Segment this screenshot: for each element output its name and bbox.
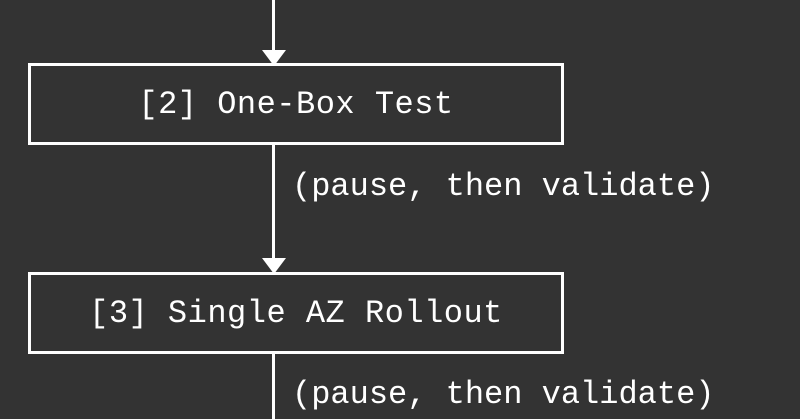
connector-one-box-to-single-az	[272, 145, 275, 259]
connector-incoming	[272, 0, 275, 50]
connector-outgoing	[272, 354, 275, 419]
edge-label-pause-validate: (pause, then validate)	[292, 168, 715, 205]
node-label: [2] One-Box Test	[138, 85, 454, 123]
node-one-box-test: [2] One-Box Test	[28, 63, 564, 145]
node-single-az-rollout: [3] Single AZ Rollout	[28, 272, 564, 354]
arrowhead-into-single-az-rollout	[262, 258, 286, 274]
arrowhead-into-one-box-test	[262, 50, 286, 66]
edge-label-pause-validate: (pause, then validate)	[292, 376, 715, 413]
node-label: [3] Single AZ Rollout	[89, 294, 503, 332]
